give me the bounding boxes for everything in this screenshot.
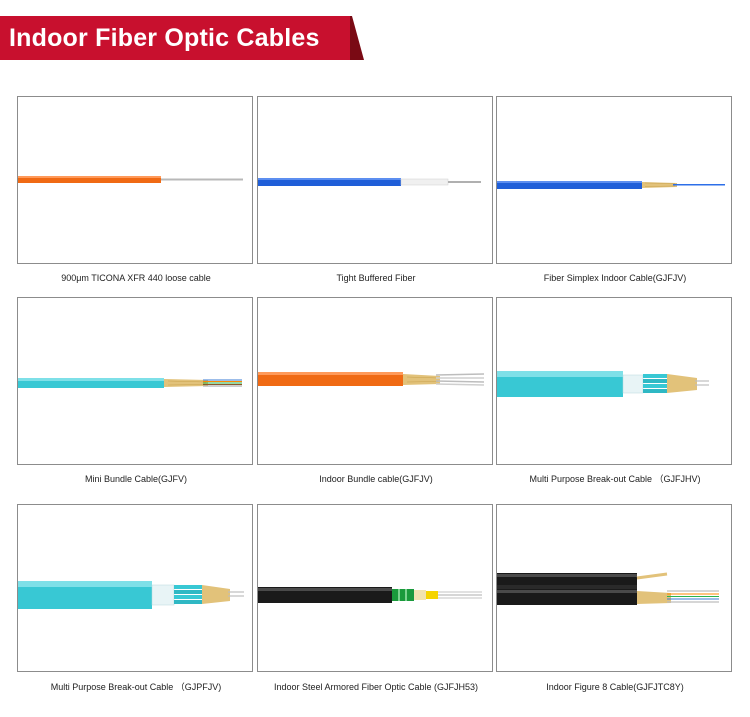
product-card-900um-loose-cable[interactable] [17, 96, 253, 264]
cable-image-fiber-simplex [497, 181, 725, 189]
cable-image-breakout-gjfjhv [497, 371, 709, 397]
product-caption: Fiber Simplex Indoor Cable(GJFJV) [543, 273, 687, 283]
product-caption: Tight Buffered Fiber [336, 273, 416, 283]
product-caption: Multi Purpose Break-out Cable （GJFJHV) [529, 474, 701, 484]
product-card-multi-purpose-breakout-gjfjhv[interactable] [496, 297, 732, 465]
product-caption: 900μm TICONA XFR 440 loose cable [61, 273, 211, 283]
product-caption: Indoor Bundle cable(GJFJV) [319, 474, 433, 484]
product-card-multi-purpose-breakout-gjpfjv[interactable] [17, 504, 253, 672]
cable-image-mini-bundle [18, 378, 242, 388]
product-caption: Mini Bundle Cable(GJFV) [84, 474, 188, 484]
product-card-indoor-steel-armored[interactable] [257, 504, 493, 672]
cable-image-steel-armored [258, 587, 482, 603]
product-caption: Indoor Steel Armored Fiber Optic Cable (… [273, 682, 479, 692]
cable-image-tight-buffered [258, 178, 481, 186]
cable-image-900um [18, 176, 243, 183]
cable-image-breakout-gjpfjv [18, 581, 244, 609]
product-card-fiber-simplex[interactable] [496, 96, 732, 264]
product-caption: Multi Purpose Break-out Cable （GJPFJV) [50, 682, 222, 692]
product-card-tight-buffered-fiber[interactable] [257, 96, 493, 264]
cable-image-figure-8 [497, 572, 719, 605]
section-banner: Indoor Fiber Optic Cables [0, 16, 364, 60]
banner-background [0, 16, 364, 60]
product-card-indoor-bundle[interactable] [257, 297, 493, 465]
product-card-indoor-figure-8[interactable] [496, 504, 732, 672]
cable-image-indoor-bundle [258, 372, 485, 386]
product-card-mini-bundle[interactable] [17, 297, 253, 465]
product-caption: Indoor Figure 8 Cable(GJFJTC8Y) [546, 682, 684, 692]
page-title: Indoor Fiber Optic Cables [9, 24, 320, 52]
